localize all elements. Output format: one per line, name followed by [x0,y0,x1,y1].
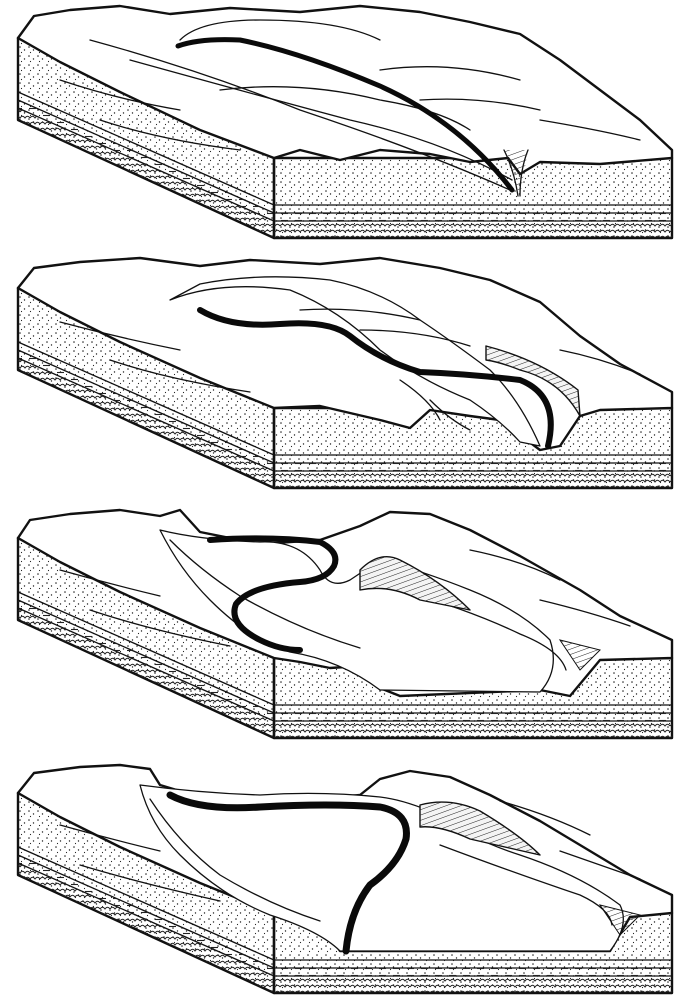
panel-4-broad-valley-floor [18,765,672,993]
panel-1-incised-channel [18,6,672,238]
panel-2-meander-with-cutbank [18,258,672,488]
panel-3-widening-floodplain [18,510,672,738]
